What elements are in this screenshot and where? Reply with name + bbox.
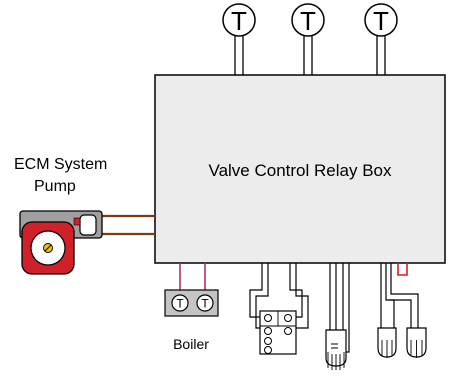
boiler-terminal-1-glyph: T	[176, 297, 184, 311]
boiler-label: Boiler	[173, 336, 209, 352]
relay-box-label: Valve Control Relay Box	[209, 161, 392, 180]
zone-valve-1-wires	[249, 263, 309, 329]
boiler-wires	[179, 263, 206, 292]
relay-box	[154, 74, 446, 264]
boiler-terminal-2-glyph: T	[201, 297, 209, 311]
ecm-pump	[19, 210, 103, 275]
thermostat-1: T	[222, 3, 256, 37]
zone-valve-3-actuator	[377, 327, 397, 358]
pump-label-line1: ECM System	[14, 156, 107, 173]
thermostat-2-glyph: T	[300, 6, 316, 36]
zone-valve-3-4-wires	[380, 263, 419, 328]
thermostat-1-glyph: T	[231, 6, 247, 36]
zone-valve-2-actuator	[325, 329, 347, 370]
pump-label-line2: Pump	[34, 178, 76, 195]
boiler-terminal-block: T T	[164, 289, 219, 317]
red-jumper-loop	[397, 263, 408, 276]
zone-valve-4-actuator	[406, 327, 427, 358]
thermostat-3: T	[364, 3, 398, 37]
zone-valve-1-terminal	[259, 310, 297, 355]
thermostat-3-glyph: T	[373, 6, 389, 36]
thermostat-2: T	[291, 3, 325, 37]
thermostat-wires	[234, 36, 386, 75]
